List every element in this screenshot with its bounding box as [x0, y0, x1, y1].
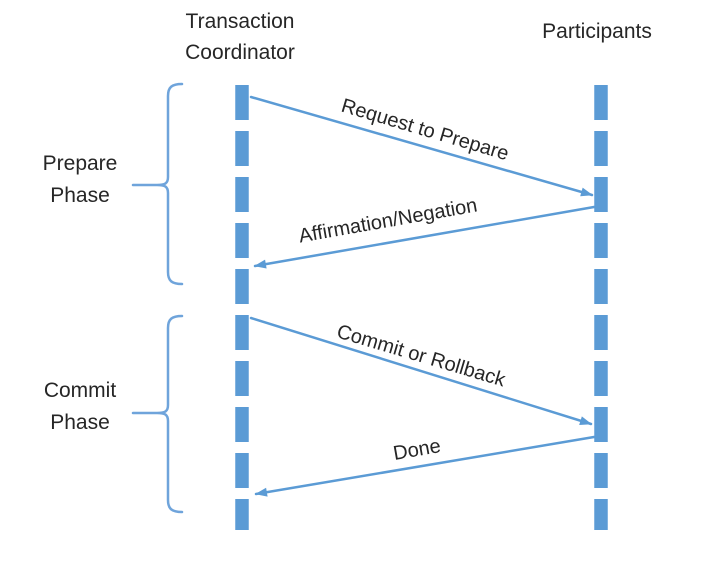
commit-phase-bracket: [131, 314, 184, 514]
message-arrow-affirmation-negation: [253, 205, 596, 269]
prepare-phase-bracket: [131, 82, 184, 286]
actor-title-participants: Participants: [542, 20, 652, 43]
phase-label-prepare: Prepare Phase: [42, 152, 118, 207]
actor-title-transaction-coordinator: Transaction Coordinator: [185, 10, 295, 64]
message-arrow-commit-or-rollback: [249, 316, 593, 426]
message-arrow-request-to-prepare: [249, 95, 594, 197]
phase-label-commit: Commit Phase: [43, 379, 117, 434]
message-arrow-done: [254, 435, 596, 497]
